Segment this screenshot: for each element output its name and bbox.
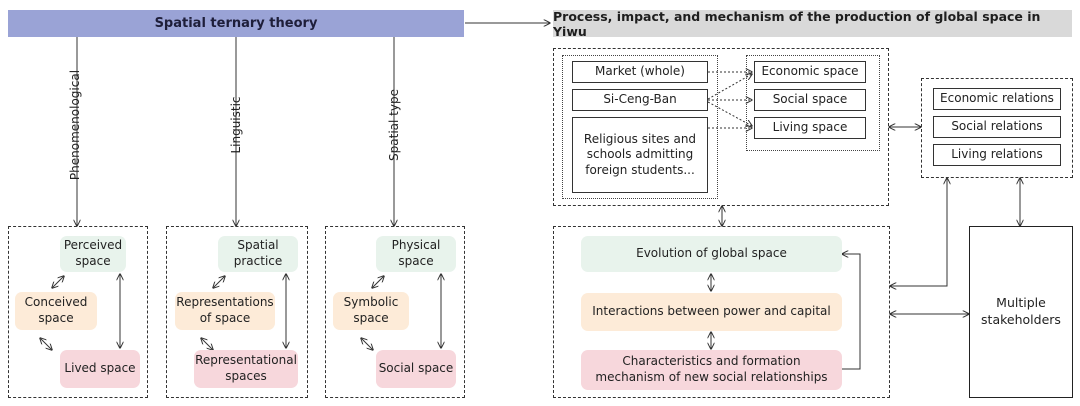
t3-arrow-b — [361, 338, 373, 350]
sites-group — [562, 55, 718, 199]
dot-arrow-siceng-economic — [707, 74, 752, 100]
si-ceng-ban-box: Si-Ceng-Ban — [572, 89, 708, 111]
t3-arrow-a — [372, 276, 384, 288]
characteristics-formation-node: Characteristics and formation mechanism … — [581, 350, 842, 390]
symbolic-space-node: Symbolic space — [333, 292, 409, 330]
arrow-characteristics-evolution — [842, 254, 861, 370]
axis-label-spatial-type: Spatial type — [387, 89, 401, 161]
axis-label-linguistic: Linguistic — [229, 96, 243, 154]
process-block — [553, 226, 890, 398]
sites-spaces-block — [553, 48, 889, 206]
physical-space-node: Physical space — [376, 236, 456, 272]
t1-arrow-b — [40, 338, 52, 350]
spaces-group — [746, 55, 880, 151]
social-space-node: Social space — [376, 350, 456, 388]
interactions-power-capital-node: Interactions between power and capital — [581, 293, 842, 331]
t1-arrow-a — [52, 276, 64, 288]
living-relations-box: Living relations — [933, 144, 1061, 166]
triad-phenomenological-box — [8, 226, 148, 398]
living-space-box: Living space — [754, 117, 866, 139]
t2-arrow-a — [213, 276, 225, 288]
relations-block — [921, 78, 1073, 178]
social-space-box: Social space — [754, 89, 866, 111]
axis-label-phenomenological: Phenomenological — [68, 69, 82, 181]
conceived-space-node: Conceived space — [15, 292, 97, 330]
economic-space-box: Economic space — [754, 61, 866, 83]
header-global-space-production: Process, impact, and mechanism of the pr… — [553, 9, 1072, 39]
triad-spatial-type-box — [325, 226, 465, 398]
economic-relations-box: Economic relations — [933, 88, 1061, 110]
spatial-practice-node: Spatial practice — [218, 236, 298, 272]
arrow-relations-process — [890, 178, 947, 286]
header-spatial-ternary-theory: Spatial ternary theory — [8, 10, 464, 37]
market-whole-box: Market (whole) — [572, 61, 708, 83]
representations-of-space-node: Representations of space — [175, 292, 275, 330]
multiple-stakeholders-box: Multiple stakeholders — [969, 226, 1073, 398]
triad-linguistic-box — [166, 226, 308, 398]
religious-sites-box: Religious sites and schools admitting fo… — [572, 117, 708, 193]
t2-arrow-b — [201, 338, 213, 350]
lived-space-node: Lived space — [60, 350, 140, 388]
perceived-space-node: Perceived space — [60, 236, 126, 272]
representational-spaces-node: Representational spaces — [194, 350, 298, 388]
evolution-of-global-space-node: Evolution of global space — [581, 236, 842, 272]
social-relations-box: Social relations — [933, 116, 1061, 138]
dot-arrow-siceng-living — [707, 101, 752, 126]
